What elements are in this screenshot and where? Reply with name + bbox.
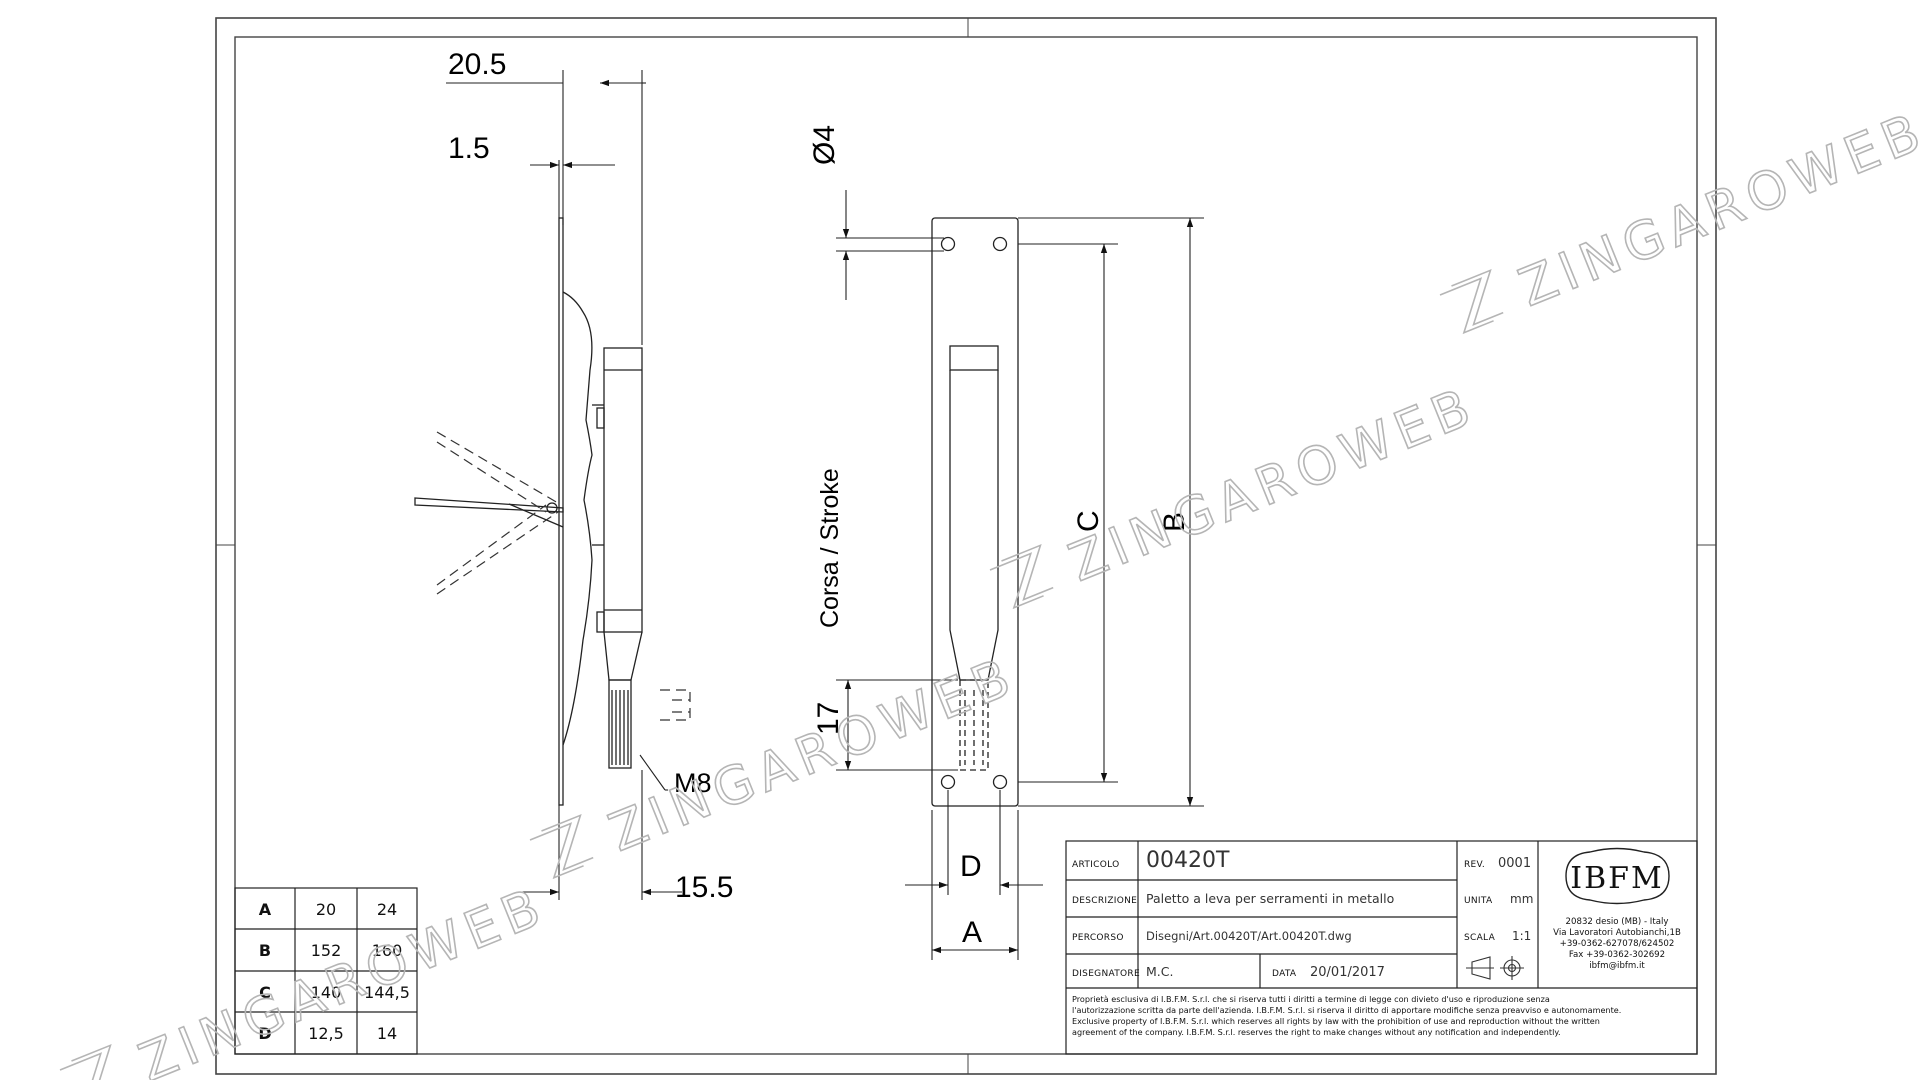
watermark-text: ZINGAROWEB [1061, 376, 1485, 594]
size-row-label: A [259, 900, 272, 919]
dim-d: D [960, 850, 982, 883]
size-row-value: 140 [311, 983, 342, 1002]
dim-a: A [962, 916, 982, 949]
sheet-frame [215, 17, 1717, 1075]
side-view-dimension-lines [446, 70, 682, 900]
watermark-z-icon [989, 543, 1054, 610]
dim-phi4: Ø4 [808, 125, 841, 165]
address-line: ibfm@ibfm.it [1589, 961, 1645, 971]
unita-value: mm [1510, 892, 1533, 906]
size-row-value: 152 [311, 941, 342, 960]
dim-20-5: 20.5 [448, 48, 506, 81]
address-line: +39-0362-627078/624502 [1560, 939, 1675, 949]
ibfm-logo [1565, 847, 1670, 905]
percorso-value: Disegni/Art.00420T/Art.00420T.dwg [1146, 929, 1352, 943]
descrizione-value: Paletto a leva per serramenti in metallo [1146, 891, 1394, 906]
ibfm-logo-text: IBFM [1570, 861, 1663, 896]
title-block [1065, 840, 1698, 1055]
projection-symbol-icon [1466, 956, 1524, 980]
data-value: 20/01/2017 [1310, 965, 1385, 980]
front-view-dimension-lines [836, 190, 1204, 960]
side-view [414, 217, 643, 806]
address-line: Fax +39-0362-302692 [1569, 950, 1665, 960]
disclaimer-line: Exclusive property of I.B.F.M. S.r.l. wh… [1072, 1016, 1600, 1026]
lever-alternate-positions [436, 431, 691, 721]
unita-label: UNITA [1464, 896, 1493, 906]
disegnatore-label: DISEGNATORE [1072, 969, 1140, 979]
size-row-value: 24 [377, 900, 397, 919]
dim-b: B [1158, 512, 1191, 532]
watermark-z-icon [59, 1043, 124, 1080]
size-row-label: D [258, 1024, 271, 1043]
disclaimer: Proprietà esclusiva di I.B.F.M. S.r.l. c… [1072, 994, 1621, 1037]
size-row-value: 20 [316, 900, 336, 919]
company-address: 20832 desio (MB) - Italy Via Lavoratori … [1553, 917, 1681, 971]
articolo-value: 00420T [1146, 848, 1230, 873]
size-row-value: 160 [372, 941, 403, 960]
watermark-z-icon [1439, 268, 1504, 335]
size-row-value: 12,5 [308, 1024, 344, 1043]
size-row-label: C [259, 983, 271, 1002]
descrizione-label: DESCRIZIONE [1072, 896, 1137, 906]
watermark-z-icon [529, 813, 594, 880]
dim-17: 17 [812, 702, 845, 735]
dim-m8: M8 [674, 768, 712, 798]
disclaimer-line: agreement of the company. I.B.F.M. S.r.l… [1072, 1027, 1561, 1037]
size-row-value: 144,5 [364, 983, 410, 1002]
dim-c: C [1072, 510, 1105, 532]
rev-value: 0001 [1498, 856, 1531, 871]
size-table-text: A 20 24 B 152 160 C 140 144,5 D 12,5 14 [258, 900, 410, 1043]
disclaimer-line: l'autorizzazione scritta da parte dell'a… [1072, 1005, 1621, 1015]
disclaimer-line: Proprietà esclusiva di I.B.F.M. S.r.l. c… [1072, 994, 1550, 1004]
address-line: 20832 desio (MB) - Italy [1566, 917, 1669, 927]
data-label: DATA [1272, 969, 1297, 979]
dim-15-5: 15.5 [675, 871, 733, 904]
scala-label: SCALA [1464, 933, 1496, 943]
rev-label: REV. [1464, 860, 1485, 870]
watermark-text: ZINGAROWEB [601, 646, 1025, 864]
size-row-label: B [259, 941, 271, 960]
front-view [931, 217, 1019, 807]
articolo-label: ARTICOLO [1072, 860, 1119, 870]
watermark-text: ZINGAROWEB [131, 876, 555, 1080]
disegnatore-value: M.C. [1146, 964, 1173, 979]
dim-stroke: Corsa / Stroke [816, 468, 844, 628]
scala-value: 1:1 [1512, 929, 1531, 943]
address-line: Via Lavoratori Autobianchi,1B [1553, 928, 1681, 938]
size-table [234, 887, 418, 1055]
dim-1-5: 1.5 [448, 132, 490, 165]
size-row-value: 14 [377, 1024, 397, 1043]
percorso-label: PERCORSO [1072, 933, 1124, 943]
